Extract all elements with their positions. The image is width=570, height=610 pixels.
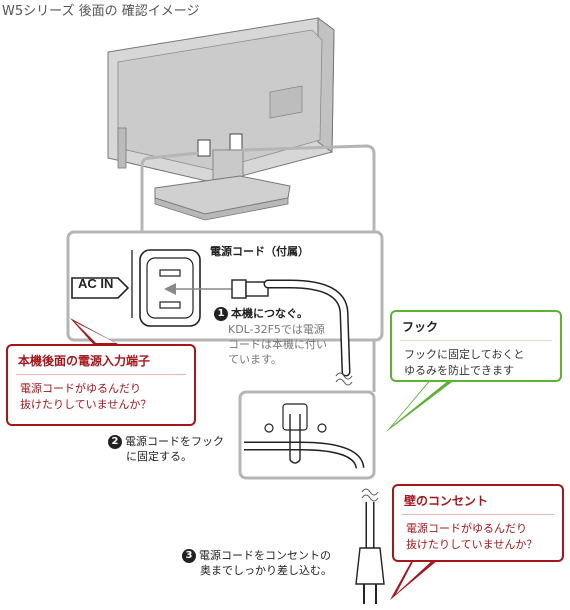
- callout-hook-divider: [400, 340, 552, 341]
- step3-line2: 奥までしっかり差し込む。: [200, 564, 332, 577]
- frame-lines: [140, 144, 376, 392]
- callout-input-tail-fill: [75, 322, 116, 343]
- callout-power-input: 本機後面の電源入力端子 電源コードがゆるんだり 抜けたりしていませんか？: [6, 344, 196, 426]
- power-cord-plug: [231, 279, 353, 386]
- callout-power-input-line2: 抜けたりしていませんか？: [20, 398, 152, 411]
- step3-number-badge: 3: [182, 549, 196, 563]
- callout-hook-heading: フック: [402, 320, 439, 334]
- callout-power-input-divider: [16, 374, 186, 375]
- callout-power-input-body: 電源コードがゆるんだり 抜けたりしていませんか？: [8, 375, 194, 419]
- callout-wall-outlet-heading: 壁のコンセント: [404, 494, 489, 508]
- step1-note-line3: ています。: [228, 353, 282, 366]
- callout-power-input-heading: 本機後面の電源入力端子: [18, 354, 151, 368]
- wall-plug: [355, 488, 385, 604]
- callout-hook-line2: ゆるみを防止できます: [404, 364, 514, 377]
- step1-number-badge: 1: [214, 307, 228, 321]
- callout-hook-body: フックに固定しておくと ゆるみを防止できます: [392, 341, 560, 385]
- callout-power-input-line1: 電源コードがゆるんだり: [20, 382, 141, 395]
- callout-hook-tail: [386, 382, 452, 432]
- callout-wall-outlet: 壁のコンセント 電源コードがゆるんだり 抜けたりしていませんか？: [392, 484, 564, 562]
- callout-outlet-tail: [390, 560, 438, 600]
- callout-input-tail: [70, 318, 120, 345]
- step1-note-line1: KDL-32F5では電源: [228, 323, 325, 336]
- step2-line1: 電源コードをフック: [125, 435, 224, 448]
- callout-wall-outlet-body: 電源コードがゆるんだり 抜けたりしていませんか？: [394, 515, 562, 559]
- ac-in-arrow: [71, 277, 130, 299]
- step3-line1: 電源コードをコンセントの: [199, 549, 331, 562]
- step1-note: KDL-32F5では電源 コードは本機に付い ています。: [228, 322, 327, 367]
- callout-outlet-tail-fill: [396, 558, 435, 594]
- hook: [244, 403, 365, 470]
- callout-hook-line1: フックに固定しておくと: [404, 348, 525, 361]
- callout-wall-outlet-divider: [402, 514, 554, 515]
- step2-number-badge: 2: [108, 435, 122, 449]
- callout-hook-tail-fill: [392, 380, 449, 426]
- insertion-arrow: [164, 283, 232, 295]
- callout-wall-outlet-line1: 電源コードがゆるんだり: [406, 522, 527, 535]
- callout-wall-outlet-line2: 抜けたりしていませんか？: [406, 538, 538, 551]
- step2-line2: に固定する。: [126, 450, 192, 463]
- tv-rear-panel: [107, 17, 335, 184]
- step1-heading: 本機につなぐ。: [231, 307, 308, 320]
- ac-in-label: AC IN: [78, 276, 114, 291]
- hook-inset-frame: [238, 390, 376, 480]
- callout-hook: フック フックに固定しておくと ゆるみを防止できます: [390, 310, 562, 382]
- tv-stand: [154, 149, 291, 221]
- power-cord-label: 電源コード（付属）: [210, 245, 309, 258]
- diagram-title: W5シリーズ 後面の 確認イメージ: [2, 4, 200, 19]
- step1-note-line2: コードは本機に付い: [228, 338, 327, 351]
